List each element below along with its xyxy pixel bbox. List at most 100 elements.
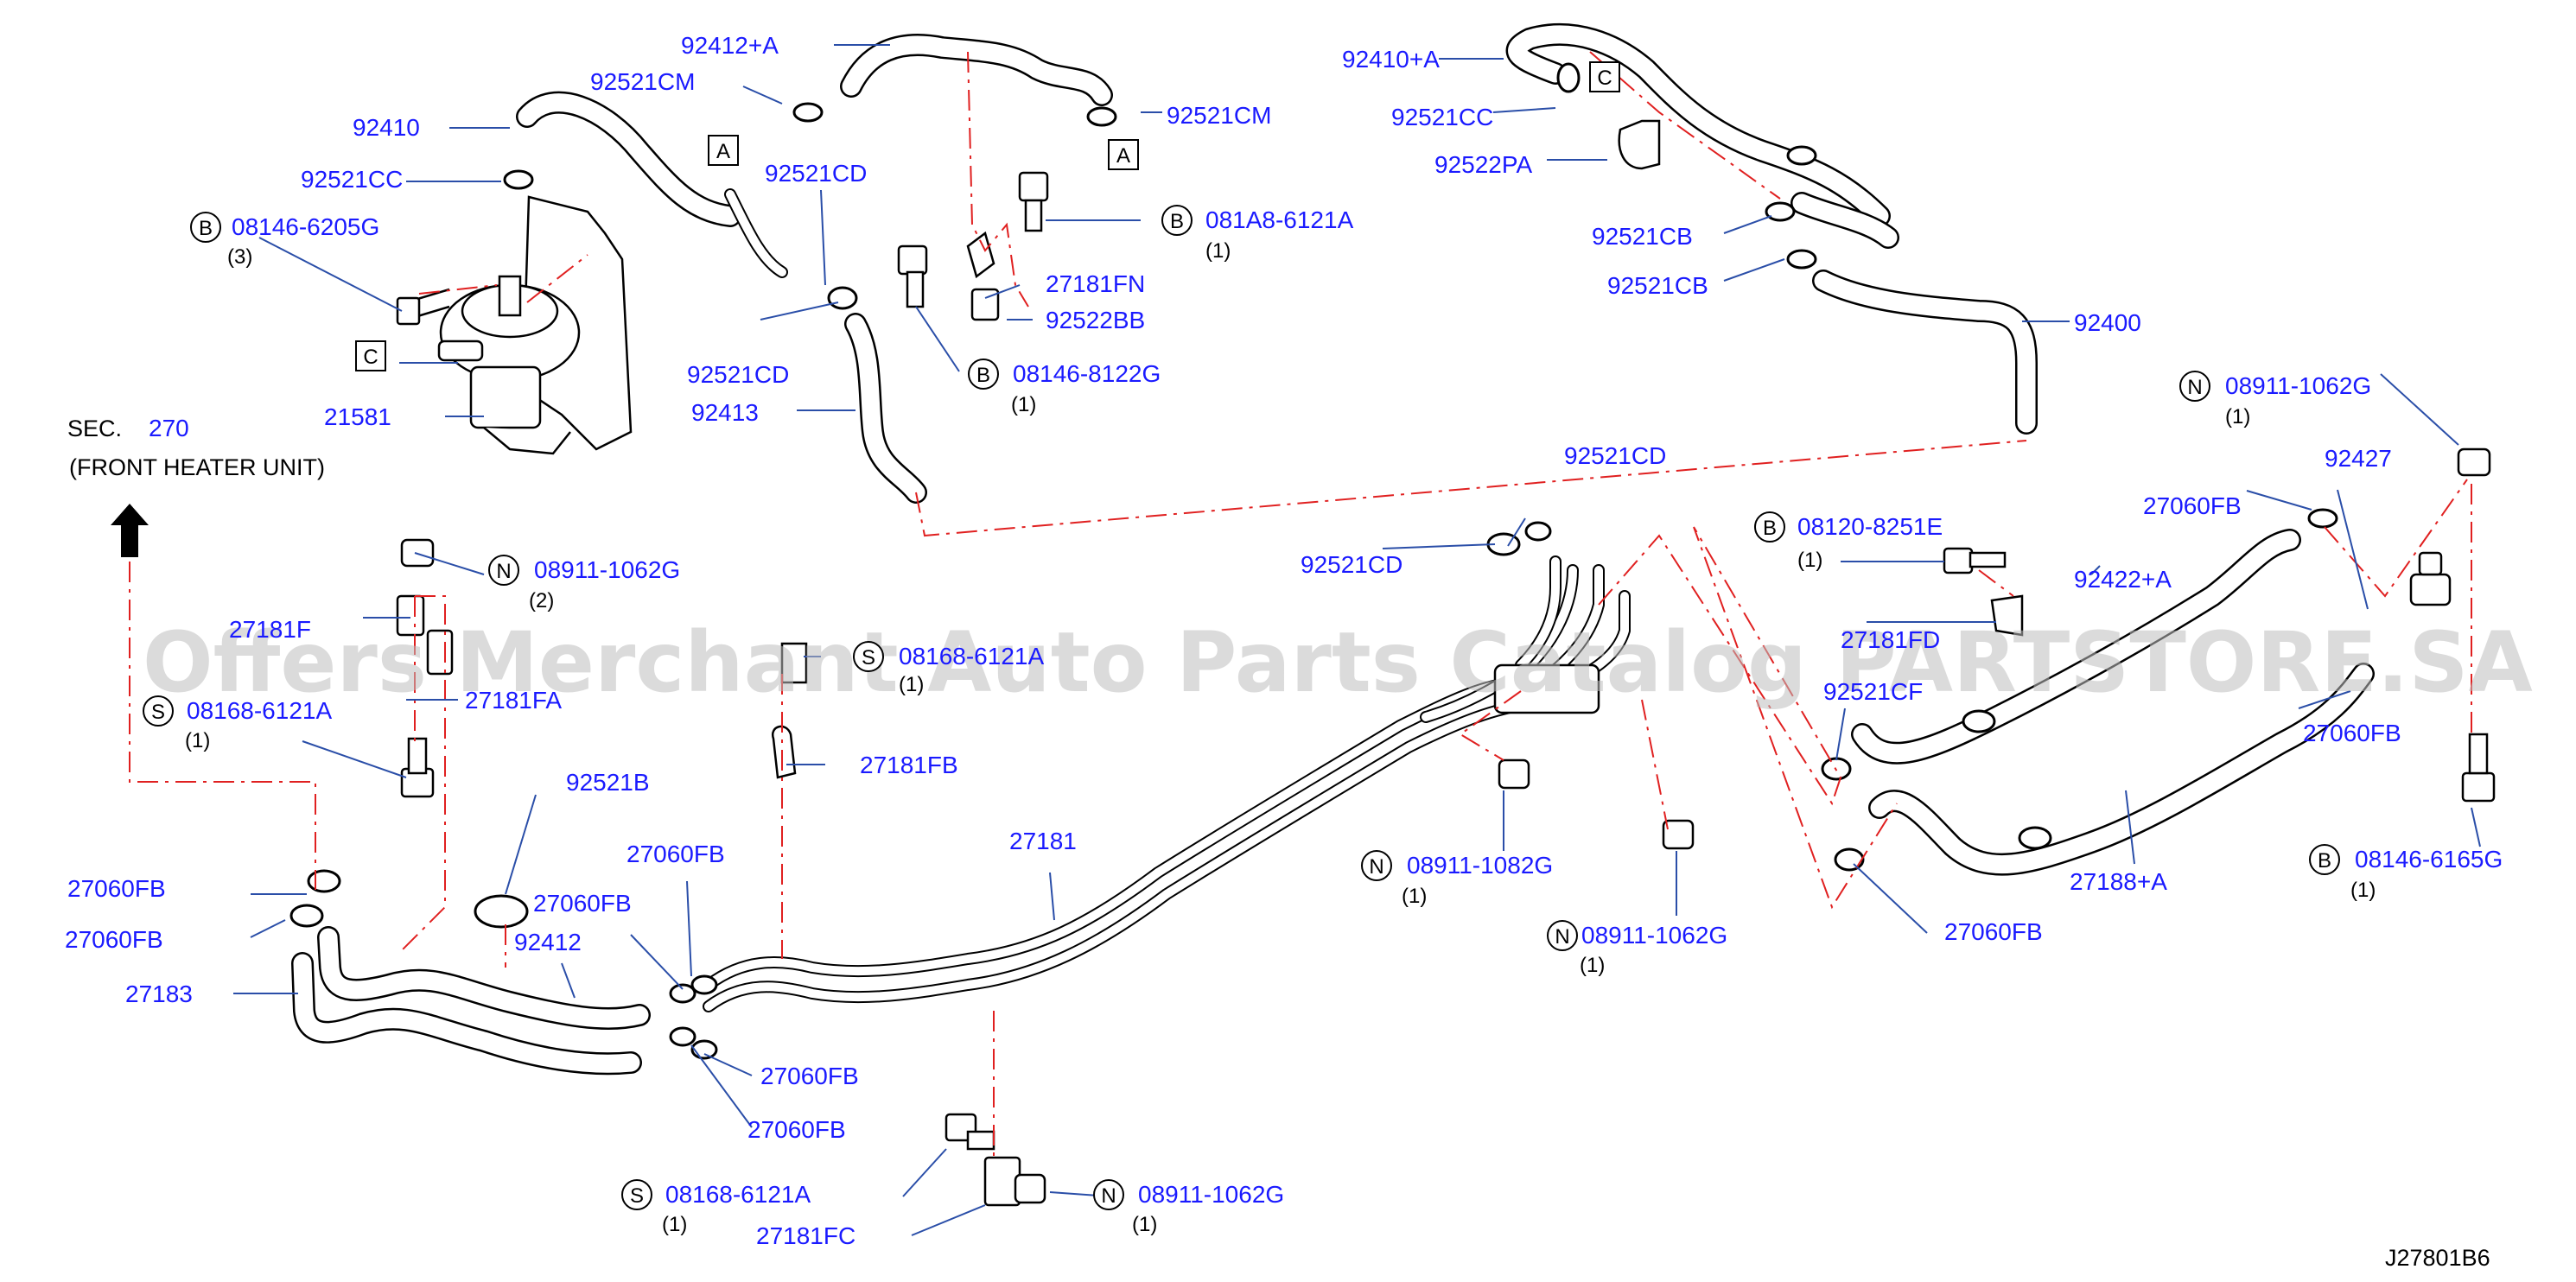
label-92522BB[interactable]: 92522BB	[1046, 307, 1145, 333]
qty-08146-8122G: (1)	[1011, 393, 1036, 416]
label-08146-6165G[interactable]: 08146-6165G	[2355, 846, 2503, 873]
label-27181F[interactable]: 27181F	[229, 616, 311, 643]
svg-text:A: A	[716, 140, 730, 163]
qty-08911-1062G-1: (1)	[2225, 405, 2250, 428]
hose-92422A	[1851, 529, 2301, 765]
label-92522PA[interactable]: 92522PA	[1434, 151, 1532, 178]
label-92521CD-2[interactable]: 92521CD	[687, 361, 789, 388]
label-27181FD[interactable]: 27181FD	[1841, 626, 1940, 653]
label-08146-6205G[interactable]: 08146-6205G	[232, 213, 379, 240]
label-08911-1062G-4[interactable]: 08911-1062G	[1138, 1181, 1284, 1208]
svg-text:N: N	[2187, 376, 2202, 399]
label-08911-1082G[interactable]: 08911-1082G	[1407, 852, 1553, 879]
qty-08911-1062G-3: (1)	[1580, 954, 1605, 977]
section-arrow-icon	[111, 504, 149, 557]
label-92521-partial[interactable]: 92521CF	[1823, 678, 1923, 705]
label-08911-1062G-1[interactable]: 08911-1062G	[2225, 372, 2371, 399]
label-92521CC-1[interactable]: 92521CC	[301, 166, 403, 193]
callout-08168-6121A-1: S 08168-6121A (1)	[143, 695, 332, 752]
label-21581[interactable]: 21581	[324, 403, 391, 430]
label-92412[interactable]: 92412	[514, 929, 582, 955]
label-92521CC-2[interactable]: 92521CC	[1391, 104, 1493, 130]
label-92400[interactable]: 92400	[2074, 309, 2141, 336]
pipe-junction-block	[1493, 663, 1600, 714]
label-27060FB-4[interactable]: 27060FB	[627, 841, 725, 867]
svg-text:S: S	[151, 701, 165, 724]
label-92410[interactable]: 92410	[353, 114, 420, 141]
label-27060FB-3[interactable]: 27060FB	[1944, 918, 2043, 945]
callout-08168-6121A-2: S 08168-6121A (1)	[853, 641, 1044, 696]
label-92521CD-3[interactable]: 92521CD	[1564, 442, 1666, 469]
label-08168-6121A-3[interactable]: 08168-6121A	[665, 1181, 811, 1208]
label-27181FB[interactable]: 27181FB	[860, 752, 958, 778]
svg-text:N: N	[1101, 1184, 1116, 1208]
svg-text:B: B	[2318, 849, 2331, 873]
hose-92521CB-seg	[1790, 192, 1899, 249]
label-27181FC[interactable]: 27181FC	[756, 1222, 855, 1249]
diagram-code: J27801B6	[2385, 1245, 2490, 1271]
label-92521CB-2[interactable]: 92521CB	[1607, 272, 1708, 299]
section-number[interactable]: 270	[149, 415, 189, 441]
ref-box-c-2: C	[1589, 61, 1620, 92]
label-27060FB-7[interactable]: 27060FB	[65, 926, 163, 953]
label-92521CD-1[interactable]: 92521CD	[765, 160, 867, 187]
label-27060FB-2[interactable]: 27060FB	[2303, 720, 2401, 746]
svg-text:B: B	[199, 217, 213, 240]
watermark-text: Offers Merchant Auto Parts Catalog PARTS…	[143, 614, 2533, 711]
pipe-27181-bundle	[703, 555, 1631, 1012]
qty-08168-6121A-2: (1)	[899, 673, 924, 696]
label-27060FB-8[interactable]: 27060FB	[760, 1063, 859, 1089]
callout-08911-1062G-1: N 08911-1062G (1)	[2179, 371, 2371, 428]
bracket-27181FD	[1990, 594, 2024, 637]
label-27060FB-5[interactable]: 27060FB	[533, 890, 632, 917]
label-081A8-6121A[interactable]: 081A8-6121A	[1205, 206, 1354, 233]
label-27060FB-1[interactable]: 27060FB	[2143, 492, 2242, 519]
label-92521CM-1[interactable]: 92521CM	[590, 68, 695, 95]
label-92410A[interactable]: 92410+A	[1342, 46, 1440, 73]
callout-08911-1062G-3: N 08911-1062G (1)	[1547, 920, 1727, 977]
label-92422A[interactable]: 92422+A	[2074, 566, 2172, 593]
callout-08911-1062G-4: N 08911-1062G (1)	[1093, 1179, 1284, 1236]
svg-text:B: B	[1763, 517, 1777, 540]
fasteners	[396, 171, 2496, 1204]
hose-92410	[516, 91, 741, 227]
callout-08168-6121A-3: S 08168-6121A (1)	[621, 1179, 811, 1236]
label-92521B[interactable]: 92521B	[566, 769, 650, 796]
label-27181FA[interactable]: 27181FA	[465, 687, 562, 714]
label-08146-8122G[interactable]: 08146-8122G	[1013, 360, 1161, 387]
label-08911-1062G-3[interactable]: 08911-1062G	[1581, 922, 1727, 949]
bracket-27181FB	[771, 725, 797, 779]
qty-08911-1062G-4: (1)	[1132, 1213, 1157, 1236]
label-92521CD-4[interactable]: 92521CD	[1301, 551, 1402, 578]
svg-text:S: S	[630, 1184, 644, 1208]
label-27181FN[interactable]: 27181FN	[1046, 270, 1145, 297]
hose-27188A	[1868, 663, 2375, 876]
label-27060FB-6[interactable]: 27060FB	[67, 875, 166, 902]
label-92413[interactable]: 92413	[691, 399, 759, 426]
callout-08146-8122G: B 08146-8122G (1)	[968, 359, 1161, 416]
qty-08168-6121A-1: (1)	[185, 729, 210, 752]
qty-08911-1062G-2: (2)	[529, 589, 554, 612]
callout-08911-1062G-2: N 08911-1062G (2)	[488, 555, 680, 612]
hose-27183	[291, 926, 651, 1076]
label-92521CB-1[interactable]: 92521CB	[1592, 223, 1693, 250]
label-27183[interactable]: 27183	[125, 981, 193, 1007]
label-92412A[interactable]: 92412+A	[681, 32, 779, 59]
label-08120-8251E[interactable]: 08120-8251E	[1797, 513, 1943, 540]
svg-text:N: N	[1369, 855, 1383, 879]
label-27188A[interactable]: 27188+A	[2070, 868, 2167, 895]
label-27060FB-9[interactable]: 27060FB	[747, 1116, 846, 1143]
ref-box-a-1: A	[708, 135, 739, 166]
label-08168-6121A-1[interactable]: 08168-6121A	[187, 697, 332, 724]
label-92521CM-2[interactable]: 92521CM	[1167, 102, 1271, 129]
label-08168-6121A-2[interactable]: 08168-6121A	[899, 643, 1044, 670]
hose-92413	[844, 313, 927, 504]
bracket-27181F	[396, 594, 454, 676]
section-description: (FRONT HEATER UNIT)	[69, 454, 325, 480]
label-08911-1062G-2[interactable]: 08911-1062G	[534, 556, 680, 583]
label-92427[interactable]: 92427	[2325, 445, 2392, 472]
hose-92400	[1812, 270, 2038, 435]
label-27181[interactable]: 27181	[1009, 828, 1077, 854]
connector-92522PA	[1618, 119, 1661, 170]
qty-08911-1082G: (1)	[1402, 885, 1427, 908]
